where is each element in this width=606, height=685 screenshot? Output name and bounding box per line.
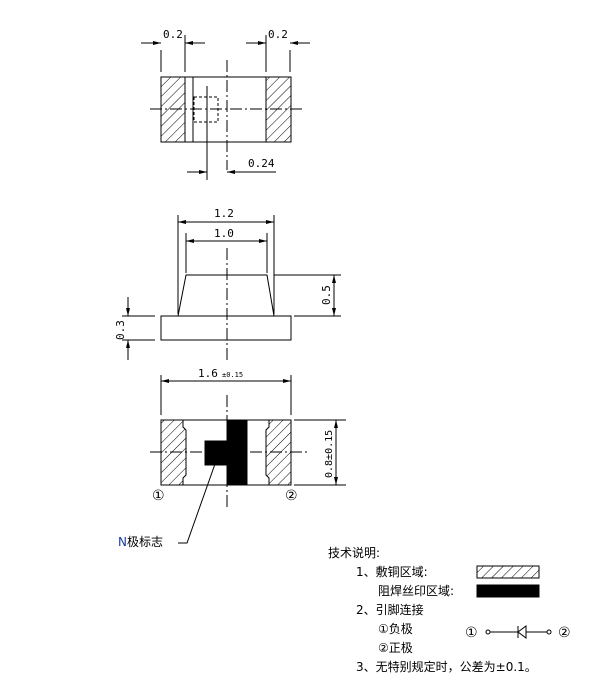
polarity-mark-prefix: N: [118, 535, 127, 549]
top-view: [141, 35, 310, 180]
note-copper-area: 1、敷铜区域:: [356, 565, 428, 579]
diode-pin2-label: ②: [558, 625, 571, 641]
dim-chip-offset: 0.24: [248, 157, 275, 170]
dim-right-pad: 0.2: [268, 28, 288, 41]
note-pin2-anode: ②正极: [378, 641, 413, 655]
dim-lens-height: 0.5: [320, 285, 333, 305]
dim-top-inner: 1.0: [214, 227, 234, 240]
legend: [476, 565, 552, 639]
dim-length-tolerance: ±0.15: [222, 371, 243, 379]
dim-top-outer: 1.2: [214, 207, 234, 220]
polarity-mark-label: N极标志: [118, 533, 163, 550]
note-pin-connection: 2、引脚连接: [356, 603, 424, 617]
pin1-label: ①: [152, 488, 165, 504]
note-pin1-cathode: ①负极: [378, 622, 413, 636]
notes-title: 技术说明:: [328, 546, 381, 560]
side-view: [122, 215, 341, 360]
copper-area-swatch: [476, 565, 540, 579]
dim-left-pad: 0.2: [163, 28, 183, 41]
pin2-label: ②: [285, 488, 298, 504]
dim-base-height: 0.3: [114, 320, 127, 340]
technical-notes: 技术说明: 1、敷铜区域: 阻焊丝印区域: 2、引脚连接 ①负极 ②正极 3、无…: [328, 544, 537, 677]
solder-mask-swatch: [476, 584, 540, 598]
note-tolerance: 3、无特别规定时，公差为±0.1。: [356, 660, 537, 674]
polarity-mark-text: 极标志: [126, 535, 163, 549]
dim-length: 1.6: [198, 367, 218, 380]
bottom-view: [150, 375, 346, 544]
diode-symbol: [485, 625, 552, 639]
note-solder-mask-area: 阻焊丝印区域:: [378, 584, 455, 598]
dim-width: 0.8±0.15: [324, 430, 335, 478]
diode-pin1-label: ①: [465, 625, 478, 641]
